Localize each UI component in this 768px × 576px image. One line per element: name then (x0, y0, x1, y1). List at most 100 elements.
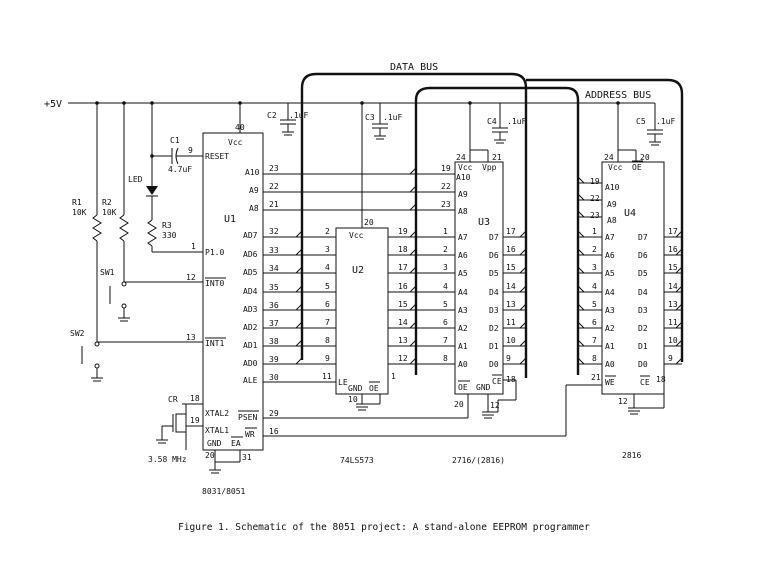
resistor-r3: R3 330 (147, 219, 203, 253)
capacitor-c1: C1 4.7uF (150, 136, 203, 174)
svg-text:A4: A4 (605, 288, 615, 297)
svg-text:AD0: AD0 (243, 359, 258, 368)
svg-text:OE: OE (632, 163, 642, 172)
svg-text:20: 20 (454, 400, 464, 409)
svg-text:21: 21 (492, 153, 502, 162)
svg-text:C2: C2 (267, 111, 277, 120)
svg-text:Vcc: Vcc (349, 231, 364, 240)
svg-text:6: 6 (325, 300, 330, 309)
svg-text:12: 12 (490, 401, 500, 410)
svg-text:A5: A5 (605, 269, 615, 278)
svg-text:16: 16 (398, 282, 408, 291)
svg-text:A4: A4 (458, 288, 468, 297)
svg-text:10K: 10K (72, 208, 87, 217)
svg-text:19: 19 (441, 164, 451, 173)
svg-text:ALE: ALE (243, 376, 258, 385)
svg-text:8: 8 (443, 354, 448, 363)
svg-text:16: 16 (506, 245, 516, 254)
svg-text:SW2: SW2 (70, 329, 85, 338)
svg-text:5: 5 (592, 300, 597, 309)
svg-text:13: 13 (668, 300, 678, 309)
supply-label: +5V (44, 99, 62, 110)
svg-text:12: 12 (618, 397, 628, 406)
svg-text:17: 17 (506, 227, 516, 236)
svg-text:17: 17 (668, 227, 678, 236)
switch-sw1: SW1 (100, 268, 203, 322)
svg-text:.1uF: .1uF (289, 111, 308, 120)
svg-text:Vcc: Vcc (608, 163, 623, 172)
svg-text:4.7uF: 4.7uF (168, 165, 192, 174)
data-bus-label: DATA BUS (390, 62, 438, 73)
svg-text:D1: D1 (489, 342, 499, 351)
svg-text:P1.0: P1.0 (205, 248, 224, 257)
svg-text:14: 14 (668, 282, 678, 291)
capacitor-c3: C3.1uF (365, 103, 402, 140)
svg-text:4: 4 (325, 263, 330, 272)
svg-text:1: 1 (592, 227, 597, 236)
svg-text:8: 8 (325, 336, 330, 345)
svg-text:22: 22 (269, 182, 279, 191)
svg-text:330: 330 (162, 231, 177, 240)
svg-text:A6: A6 (458, 251, 468, 260)
svg-text:30: 30 (269, 373, 279, 382)
svg-text:20: 20 (364, 218, 374, 227)
svg-text:8: 8 (592, 354, 597, 363)
svg-text:15: 15 (506, 263, 516, 272)
address-wires-high (263, 167, 455, 211)
svg-text:OE: OE (458, 383, 468, 392)
svg-text:A1: A1 (458, 342, 468, 351)
svg-text:3: 3 (443, 263, 448, 272)
svg-text:WE: WE (605, 378, 615, 387)
svg-text:4: 4 (443, 282, 448, 291)
svg-text:31: 31 (242, 453, 252, 462)
svg-text:D5: D5 (638, 269, 648, 278)
svg-text:2: 2 (443, 245, 448, 254)
capacitor-c5: C5.1uF (636, 103, 675, 146)
control-wires (263, 381, 602, 437)
svg-text:.1uF: .1uF (507, 117, 526, 126)
latch-output-wires (388, 230, 455, 365)
chip-u3: 24 21 Vcc Vpp U3 A10 A9 A8 A7 A6 A5 A4 A… (441, 101, 527, 465)
svg-text:A3: A3 (458, 306, 468, 315)
svg-text:A10: A10 (245, 168, 260, 177)
svg-text:5: 5 (325, 282, 330, 291)
svg-text:A9: A9 (458, 190, 468, 199)
svg-text:C1: C1 (170, 136, 180, 145)
svg-text:14: 14 (506, 282, 516, 291)
svg-text:D3: D3 (489, 306, 499, 315)
svg-text:6: 6 (443, 318, 448, 327)
svg-text:29: 29 (269, 409, 279, 418)
svg-text:U3: U3 (478, 217, 490, 228)
svg-text:24: 24 (604, 153, 614, 162)
svg-text:3: 3 (325, 245, 330, 254)
svg-text:24: 24 (456, 153, 466, 162)
svg-text:18: 18 (398, 245, 408, 254)
svg-text:OE: OE (369, 384, 379, 393)
svg-text:EA: EA (231, 439, 241, 448)
svg-text:37: 37 (269, 319, 279, 328)
svg-text:2: 2 (325, 227, 330, 236)
svg-text:U2: U2 (352, 265, 364, 276)
svg-text:33: 33 (269, 246, 279, 255)
svg-text:22: 22 (441, 182, 451, 191)
chip-u1: 40 Vcc 9 RESET U1 1 P1.0 12 INT0 13 INT1… (186, 103, 279, 496)
capacitor-c2: C2 .1uF (267, 103, 308, 136)
svg-text:5: 5 (443, 300, 448, 309)
svg-text:21: 21 (591, 373, 601, 382)
svg-text:D6: D6 (489, 251, 499, 260)
svg-text:39: 39 (269, 355, 279, 364)
svg-text:10: 10 (506, 336, 516, 345)
svg-text:17: 17 (398, 263, 408, 272)
svg-text:12: 12 (398, 354, 408, 363)
svg-text:19: 19 (398, 227, 408, 236)
svg-text:7: 7 (325, 318, 330, 327)
svg-text:2: 2 (592, 245, 597, 254)
svg-text:R1: R1 (72, 198, 82, 207)
svg-text:D2: D2 (638, 324, 648, 333)
data-bus-line (300, 72, 528, 378)
ad-wires (263, 230, 336, 365)
svg-text:14: 14 (398, 318, 408, 327)
resistor-r2: R2 10K (102, 103, 129, 282)
svg-text:18: 18 (190, 394, 200, 403)
svg-text:9: 9 (325, 354, 330, 363)
